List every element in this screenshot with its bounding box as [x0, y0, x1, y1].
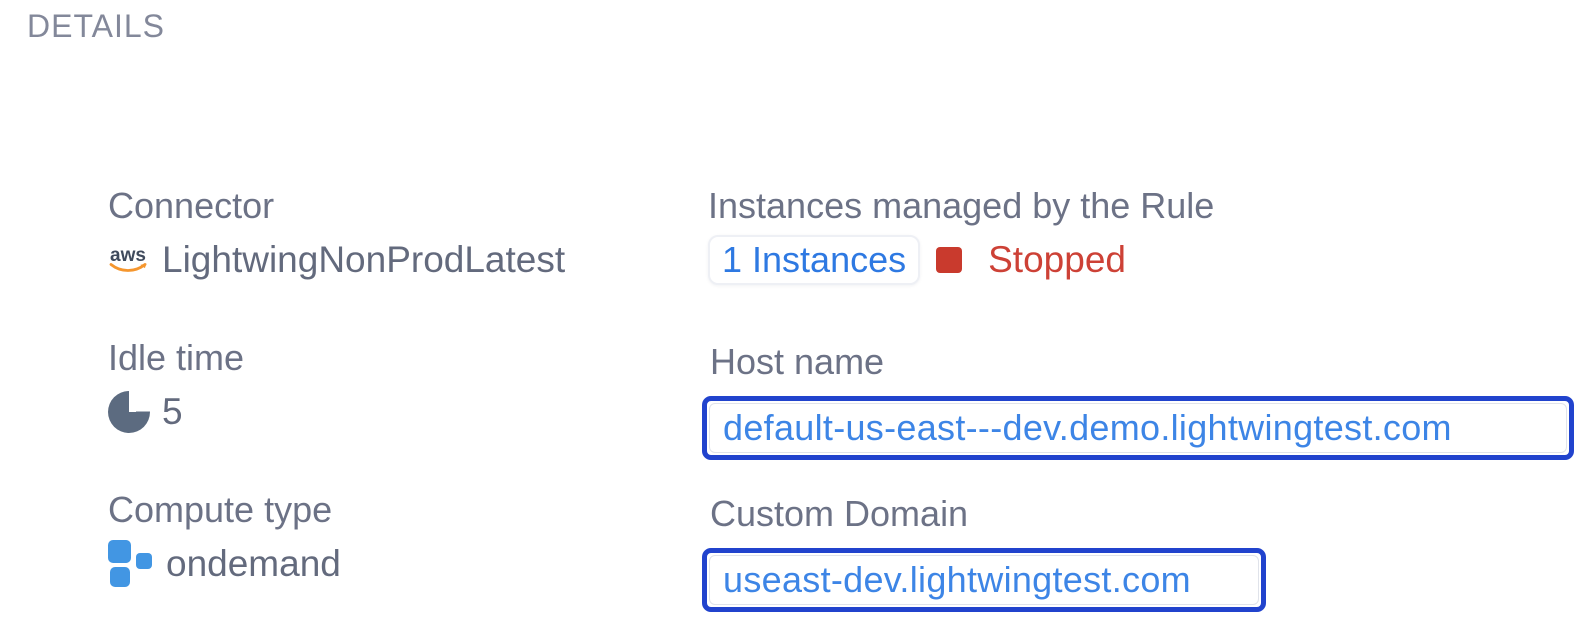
instances-label: Instances managed by the Rule: [708, 185, 1215, 226]
ondemand-blocks-icon: [108, 540, 154, 588]
idle-time-value: 5: [162, 391, 183, 432]
compute-type-value: ondemand: [166, 543, 341, 584]
status-label: Stopped: [988, 239, 1126, 280]
idle-time-label: Idle time: [108, 337, 245, 378]
idle-time-pie-icon: [108, 391, 150, 433]
field-instances: Instances managed by the Rule 1 Instance…: [708, 184, 1215, 285]
field-host-name: Host name default-us-east---dev.demo.lig…: [702, 340, 1574, 460]
compute-type-label: Compute type: [108, 489, 333, 530]
panel-title: DETAILS: [27, 8, 165, 44]
custom-domain-box[interactable]: useast-dev.lightwingtest.com: [702, 548, 1266, 612]
aws-icon: aws: [108, 245, 150, 275]
connector-label: Connector: [108, 185, 275, 226]
field-compute-type: Compute type ondemand: [108, 488, 341, 588]
stopped-square-icon: [936, 247, 963, 273]
field-idle-time: Idle time 5: [108, 336, 244, 436]
field-custom-domain: Custom Domain useast-dev.lightwingtest.c…: [702, 492, 1266, 612]
host-name-box[interactable]: default-us-east---dev.demo.lightwingtest…: [702, 396, 1574, 460]
host-name-label: Host name: [710, 341, 885, 382]
custom-domain-input[interactable]: useast-dev.lightwingtest.com: [709, 555, 1259, 605]
custom-domain-link[interactable]: useast-dev.lightwingtest.com: [723, 559, 1191, 600]
field-connector: Connector aws LightwingNonProdLatest: [108, 184, 565, 284]
host-name-input[interactable]: default-us-east---dev.demo.lightwingtest…: [709, 403, 1567, 453]
custom-domain-label: Custom Domain: [710, 493, 969, 534]
host-name-link[interactable]: default-us-east---dev.demo.lightwingtest…: [723, 407, 1452, 448]
svg-text:aws: aws: [110, 245, 146, 266]
connector-name: LightwingNonProdLatest: [162, 239, 566, 280]
instances-count-link[interactable]: 1 Instances: [708, 235, 921, 285]
